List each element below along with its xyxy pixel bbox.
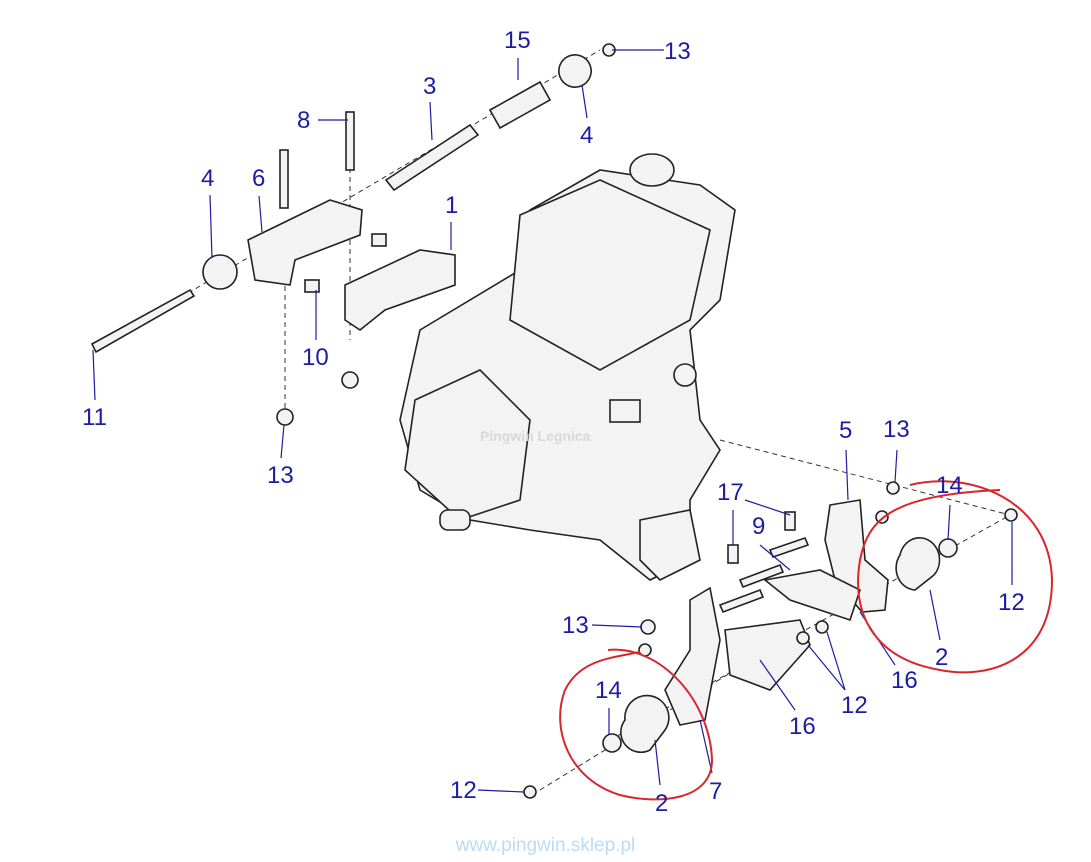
callout-17: 17: [717, 479, 744, 506]
markup-circle-right: [857, 480, 1054, 674]
callout-13: 13: [664, 38, 691, 65]
callout-10: 10: [302, 344, 329, 371]
callout-13: 13: [267, 462, 294, 489]
callout-12: 12: [841, 692, 868, 719]
callout-2: 2: [655, 790, 668, 817]
callout-labels: 15 13 3 8 4 4 6 1 10 11 13 5 13 14 17 9 …: [82, 27, 1025, 817]
callout-16: 16: [891, 667, 918, 694]
red-markup-circles: [559, 480, 1054, 801]
markup-circle-left: [559, 648, 714, 801]
callout-13: 13: [562, 612, 589, 639]
callout-15: 15: [504, 27, 531, 54]
engine-assembly: [399, 153, 736, 581]
lower-mount-parts: [523, 481, 1018, 799]
callout-12: 12: [450, 777, 477, 804]
callout-11: 11: [82, 404, 107, 431]
site-watermark: www.pingwin.sklep.pl: [455, 835, 636, 856]
callout-4: 4: [580, 122, 593, 149]
callout-14: 14: [936, 472, 963, 499]
callout-9: 9: [752, 513, 765, 540]
callout-3: 3: [423, 73, 436, 100]
callout-7: 7: [709, 778, 722, 805]
callout-4: 4: [201, 165, 214, 192]
callout-12: 12: [998, 589, 1025, 616]
callout-8: 8: [297, 107, 310, 134]
callout-1: 1: [445, 192, 458, 219]
callout-6: 6: [252, 165, 265, 192]
callout-5: 5: [839, 417, 852, 444]
callout-2: 2: [935, 644, 948, 671]
callout-13: 13: [883, 416, 910, 443]
callout-16: 16: [789, 713, 816, 740]
upper-mount-parts: [90, 43, 616, 426]
engine-watermark: Pingwin Legnica: [480, 428, 591, 444]
callout-14: 14: [595, 677, 622, 704]
